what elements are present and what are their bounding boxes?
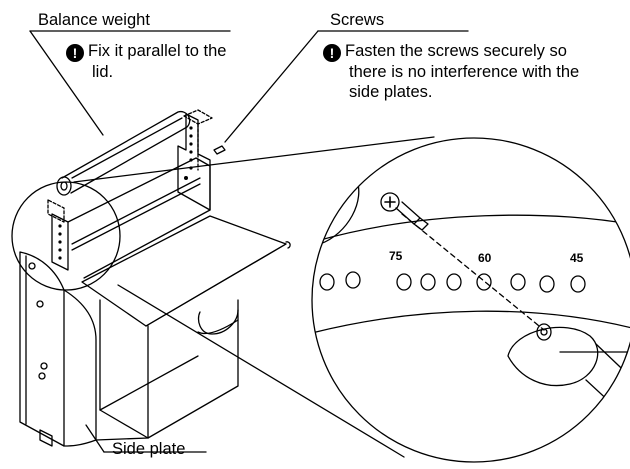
side-plate-label: Side plate xyxy=(112,440,186,458)
scale-number-60: 60 xyxy=(478,251,492,265)
screws-label: Screws xyxy=(330,11,385,29)
screws-note: !Fasten the screws securely so there is … xyxy=(323,41,579,102)
balance-weight-leader-line xyxy=(29,30,104,136)
balance-weight-note: !Fix it parallel to the lid. xyxy=(66,41,226,82)
balance-weight-note-line-2: lid. xyxy=(92,63,114,81)
warning-icon: ! xyxy=(323,44,341,62)
zoom-line-bottom xyxy=(117,284,405,458)
balance-weight-label: Balance weight xyxy=(38,11,150,29)
screws-leader-line xyxy=(224,30,319,143)
balance-weight-note-line-1: Fix it parallel to the xyxy=(88,42,227,60)
side-plate-leader-line xyxy=(85,424,105,453)
screws-note-line-1: Fasten the screws securely so xyxy=(345,42,567,60)
detail-enlargement xyxy=(311,137,630,463)
scale-number-75: 75 xyxy=(389,249,403,263)
warning-icon: ! xyxy=(66,44,84,62)
screws-note-line-3: side plates. xyxy=(349,83,433,101)
screws-note-line-2: there is no interference with the xyxy=(349,63,580,81)
zoom-line-top xyxy=(73,136,435,183)
scale-number-45: 45 xyxy=(570,251,584,265)
apparatus-illustration xyxy=(11,109,291,447)
